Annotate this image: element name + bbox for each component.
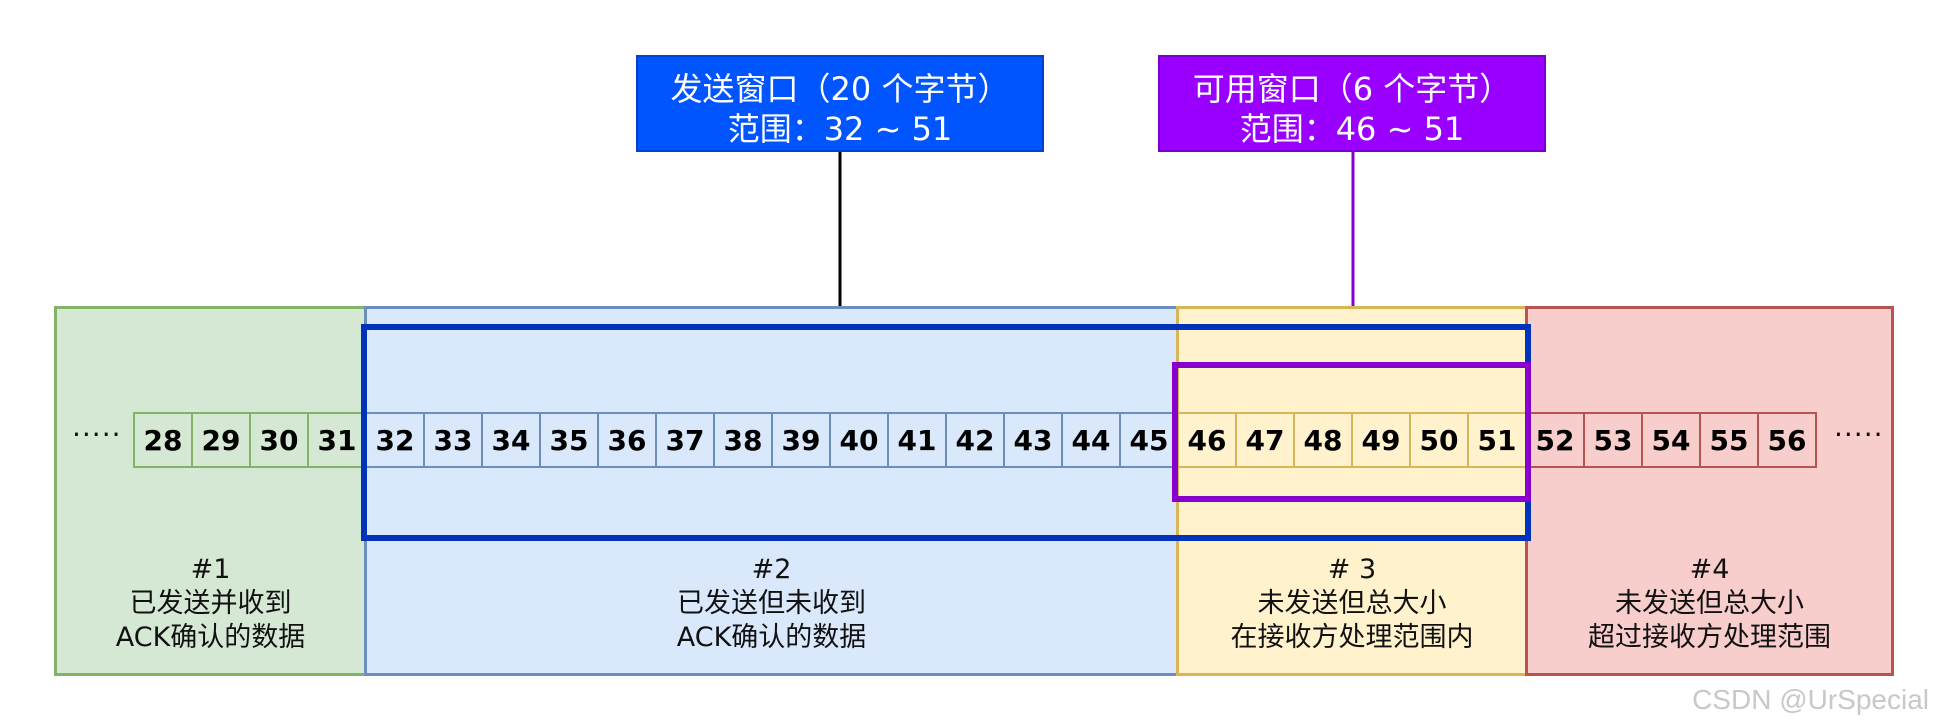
region-usable-line2: 在接收方处理范围内	[1230, 622, 1474, 653]
usable-window-callout: 可用窗口（6 个字节） 范围：46 ~ 51	[1158, 55, 1546, 152]
region-usable-title: # 3	[1327, 554, 1377, 585]
region-acked-line1: 已发送并收到	[129, 588, 292, 619]
watermark: CSDN @UrSpecial	[1692, 684, 1929, 715]
send-window-title: 发送窗口（20 个字节）	[670, 70, 1010, 108]
byte-cell: 48	[1293, 412, 1353, 468]
region-outside-window-label: #4 未发送但总大小 超过接收方处理范围	[1525, 553, 1894, 655]
byte-cell: 53	[1583, 412, 1643, 468]
region-sent-unacked-label: #2 已发送但未收到 ACK确认的数据	[364, 553, 1179, 655]
region-sent-unacked-title: #2	[751, 554, 792, 585]
byte-cell: 43	[1003, 412, 1063, 468]
byte-cell: 54	[1641, 412, 1701, 468]
region-outside-window-line2: 超过接收方处理范围	[1588, 622, 1831, 653]
region-outside-window	[1525, 306, 1894, 676]
byte-cell: 56	[1757, 412, 1817, 468]
byte-cell: 47	[1235, 412, 1295, 468]
region-usable-label: # 3 未发送但总大小 在接收方处理范围内	[1176, 553, 1528, 655]
byte-cell: 55	[1699, 412, 1759, 468]
byte-cell: 33	[423, 412, 483, 468]
byte-cell: 49	[1351, 412, 1411, 468]
byte-cell: 35	[539, 412, 599, 468]
leading-ellipsis: ·····	[72, 418, 122, 451]
byte-cell: 41	[887, 412, 947, 468]
send-window-arrow	[830, 152, 850, 324]
region-acked-label: #1 已发送并收到 ACK确认的数据	[54, 553, 367, 655]
send-window-callout: 发送窗口（20 个字节） 范围：32 ~ 51	[636, 55, 1044, 152]
byte-cell: 51	[1467, 412, 1527, 468]
send-window-range: 范围：32 ~ 51	[727, 110, 953, 148]
region-acked-line2: ACK确认的数据	[115, 622, 306, 653]
usable-window-title: 可用窗口（6 个字节）	[1192, 70, 1512, 108]
byte-cell: 32	[365, 412, 425, 468]
region-sent-unacked-line2: ACK确认的数据	[676, 622, 867, 653]
byte-cell: 42	[945, 412, 1005, 468]
region-sent-unacked	[364, 306, 1179, 676]
byte-cell: 36	[597, 412, 657, 468]
usable-window-outline	[1172, 362, 1531, 502]
byte-cell: 46	[1177, 412, 1237, 468]
byte-cell: 30	[249, 412, 309, 468]
region-outside-window-line1: 未发送但总大小	[1615, 588, 1804, 619]
byte-cell: 38	[713, 412, 773, 468]
byte-cell: 39	[771, 412, 831, 468]
region-acked	[54, 306, 367, 676]
byte-cell: 31	[307, 412, 367, 468]
byte-cell: 44	[1061, 412, 1121, 468]
region-usable-line1: 未发送但总大小	[1257, 588, 1447, 619]
region-acked-title: #1	[190, 554, 231, 585]
byte-cell: 29	[191, 412, 251, 468]
usable-window-range: 范围：46 ~ 51	[1239, 110, 1465, 148]
region-sent-unacked-line1: 已发送但未收到	[677, 588, 866, 619]
region-outside-window-title: #4	[1689, 554, 1730, 585]
byte-cell: 28	[133, 412, 193, 468]
trailing-ellipsis: ·····	[1834, 418, 1884, 451]
byte-cell: 37	[655, 412, 715, 468]
byte-cell: 52	[1525, 412, 1585, 468]
